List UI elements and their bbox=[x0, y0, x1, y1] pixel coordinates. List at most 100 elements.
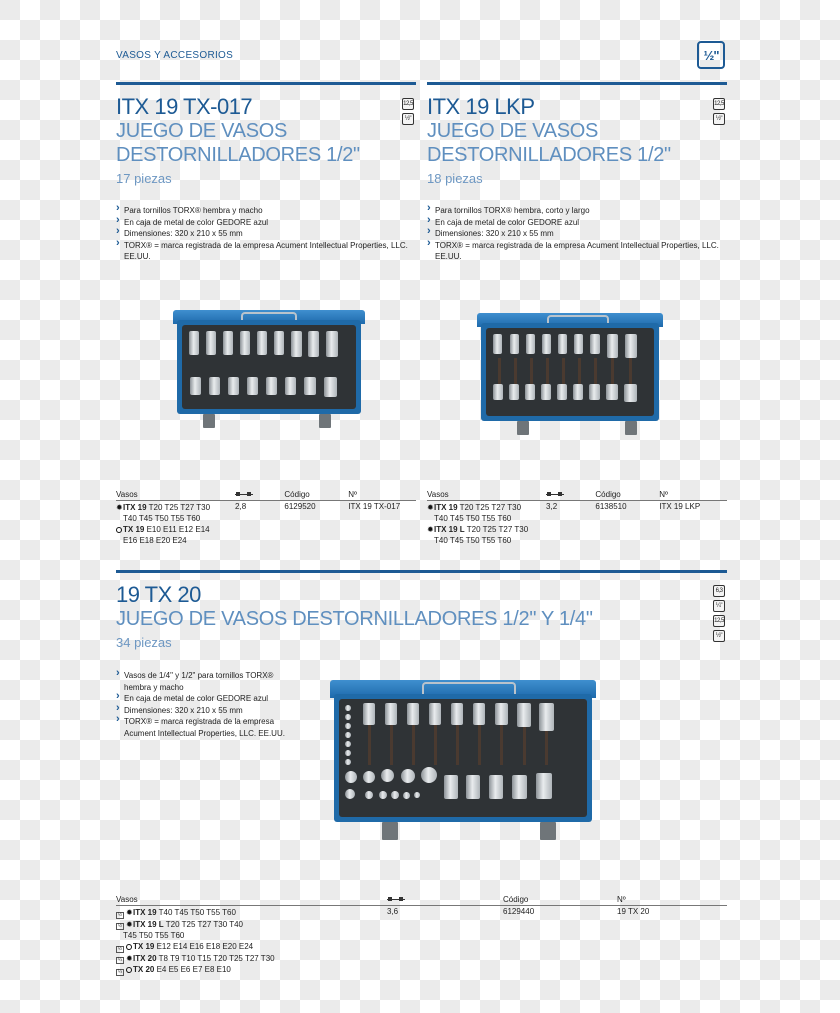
product-title-line1: JUEGO DE VASOS bbox=[116, 120, 288, 142]
spec-table: Vasos Código Nº ½✹ITX 19 T40 T45 T50 T55… bbox=[116, 895, 727, 976]
weight-cell: 2,8 bbox=[235, 502, 247, 511]
drive-quarter-icon: ¼ bbox=[116, 968, 124, 976]
product-pieces: 17 piezas bbox=[116, 171, 172, 186]
feature-list: Para tornillos TORX® hembra, corto y lar… bbox=[427, 203, 727, 263]
spec-table: Vasos Código Nº ✹ITX 19 T20 T25 T27 T30 … bbox=[427, 490, 727, 546]
section-divider bbox=[116, 82, 416, 85]
header-number: Nº bbox=[617, 895, 626, 904]
product-title-line1: JUEGO DE VASOS bbox=[427, 120, 599, 142]
spec-table-header: Vasos Código Nº bbox=[116, 895, 727, 906]
header-number: Nº bbox=[348, 490, 357, 499]
torx-ring-icon bbox=[116, 526, 122, 533]
socket-sizes: E16 E18 E20 E24 bbox=[123, 536, 187, 545]
weight-cell: 3,6 bbox=[387, 907, 399, 916]
drive-badge-icon: ½" bbox=[402, 113, 414, 125]
torx-star-icon: ✹ bbox=[427, 503, 434, 512]
torque-badge-icon: 12,5 bbox=[713, 615, 725, 627]
feature-item: Dimensiones: 320 x 210 x 55 mm bbox=[116, 226, 416, 240]
socket-series: ITX 19 L bbox=[133, 919, 164, 929]
section-divider bbox=[116, 570, 727, 573]
torx-star-icon: ✹ bbox=[116, 503, 123, 512]
socket-series: TX 19 bbox=[133, 942, 155, 951]
number-cell: ITX 19 LKP bbox=[659, 502, 701, 511]
product-image-itx19tx017 bbox=[173, 310, 365, 428]
socket-sizes: E10 E11 E12 E14 bbox=[146, 525, 210, 534]
feature-item: Dimensiones: 320 x 210 x 55 mm bbox=[427, 226, 727, 240]
table-row: ✹ITX 19 T20 T25 T27 T30 T40 T45 T50 T55 … bbox=[116, 501, 416, 546]
product-pieces: 34 piezas bbox=[116, 635, 172, 650]
header-weight bbox=[235, 490, 284, 499]
spec-table-header: Vasos Código Nº bbox=[427, 490, 727, 501]
spec-table: Vasos Código Nº ✹ITX 19 T20 T25 T27 T30 … bbox=[116, 490, 416, 546]
product-header-itx19lkp: ITX 19 LKP JUEGO DE VASOS DESTORNILLADOR… bbox=[427, 94, 717, 187]
torx-star-icon: ✹ bbox=[126, 919, 133, 929]
socket-sizes: T20 T25 T27 T30 bbox=[459, 503, 522, 512]
socket-series: ITX 19 L bbox=[434, 525, 465, 534]
feature-list: Para tornillos TORX® hembra y macho En c… bbox=[116, 203, 416, 263]
torque-badge-icon: 6,3 bbox=[713, 585, 725, 597]
socket-sizes: T40 T45 T50 T55 T60 bbox=[123, 514, 201, 523]
header-code: Código bbox=[595, 490, 621, 499]
socket-sizes: T20 T25 T27 T30 T40 bbox=[165, 919, 244, 929]
feature-item: Para tornillos TORX® hembra y macho bbox=[116, 203, 416, 217]
torx-ring-icon bbox=[126, 943, 132, 950]
product-model: ITX 19 TX-017 bbox=[116, 94, 253, 119]
drive-quarter-icon: ¼ bbox=[116, 957, 124, 964]
feature-item: Para tornillos TORX® hembra, corto y lar… bbox=[427, 203, 727, 217]
feature-item: En caja de metal de color GEDORE azul bbox=[116, 691, 301, 705]
weight-kg-icon bbox=[235, 491, 254, 497]
code-cell: 6129520 bbox=[284, 502, 316, 511]
feature-item: TORX® = marca registrada de la empresa A… bbox=[427, 238, 727, 263]
header-vasos: Vasos bbox=[427, 490, 449, 499]
header-vasos: Vasos bbox=[116, 490, 138, 499]
torque-badge-icon: 12,5 bbox=[402, 98, 414, 110]
code-cell: 6129440 bbox=[503, 907, 535, 916]
table-row: ½✹ITX 19 T40 T45 T50 T55 T60 ½✹ITX 19 L … bbox=[116, 906, 727, 976]
socket-sizes: T20 T25 T27 T30 bbox=[466, 525, 529, 534]
torx-star-icon: ✹ bbox=[126, 908, 133, 917]
product-image-19tx20 bbox=[330, 680, 596, 840]
weight-cell: 3,2 bbox=[546, 502, 558, 511]
product-badges: 12,5 ½" bbox=[713, 98, 725, 125]
socket-sizes: E4 E5 E6 E7 E8 E10 bbox=[156, 965, 231, 974]
feature-item: En caja de metal de color GEDORE azul bbox=[116, 215, 416, 229]
product-image-itx19lkp bbox=[477, 313, 663, 435]
product-model: 19 TX 20 bbox=[116, 582, 201, 607]
socket-sizes: E12 E14 E16 E18 E20 E24 bbox=[156, 942, 254, 951]
socket-sizes: T40 T45 T50 T55 T60 bbox=[158, 908, 236, 917]
drive-badge-icon: ½" bbox=[713, 630, 725, 642]
header-number: Nº bbox=[659, 490, 668, 499]
product-badges: 6,3 ¼" 12,5 ½" bbox=[713, 585, 725, 642]
torque-badge-icon: 12,5 bbox=[713, 98, 725, 110]
code-cell: 6138510 bbox=[595, 502, 627, 511]
feature-item: TORX® = marca registrada de la empresa A… bbox=[116, 238, 416, 263]
header-vasos: Vasos bbox=[116, 895, 138, 904]
socket-sizes: T45 T50 T55 T60 bbox=[123, 931, 185, 940]
section-label: VASOS Y ACCESORIOS bbox=[116, 50, 234, 61]
product-header-itx19tx017: ITX 19 TX-017 JUEGO DE VASOS DESTORNILLA… bbox=[116, 94, 416, 187]
weight-kg-icon bbox=[387, 896, 405, 902]
drive-badge-icon: ½" bbox=[713, 113, 725, 125]
socket-series: ITX 20 bbox=[133, 953, 157, 963]
feature-list: Vasos de 1/4" y 1/2" para tornillos TORX… bbox=[116, 668, 301, 739]
socket-series: TX 20 bbox=[133, 965, 155, 974]
socket-sizes: T8 T9 T10 T15 T20 T25 T27 T30 bbox=[158, 953, 275, 963]
product-badges: 12,5 ½" bbox=[402, 98, 414, 125]
vasos-cell: ✹ITX 19 T20 T25 T27 T30 T40 T45 T50 T55 … bbox=[427, 502, 546, 546]
drive-size-badge: ½" bbox=[697, 41, 725, 69]
socket-series: ITX 19 bbox=[133, 908, 157, 917]
drive-badge-icon: ¼" bbox=[713, 600, 725, 612]
header-code: Código bbox=[284, 490, 310, 499]
product-model: ITX 19 LKP bbox=[427, 94, 535, 119]
torx-ring-icon bbox=[126, 966, 132, 973]
header-weight bbox=[546, 490, 595, 499]
number-cell: ITX 19 TX-017 bbox=[348, 502, 401, 511]
socket-sizes: T20 T25 T27 T30 bbox=[148, 503, 211, 512]
section-divider bbox=[427, 82, 727, 85]
spec-table-header: Vasos Código Nº bbox=[116, 490, 416, 501]
torx-star-icon: ✹ bbox=[126, 953, 133, 963]
feature-item: Vasos de 1/4" y 1/2" para tornillos TORX… bbox=[116, 668, 301, 693]
feature-item: Dimensiones: 320 x 210 x 55 mm bbox=[116, 703, 301, 717]
socket-sizes: T40 T45 T50 T55 T60 bbox=[434, 514, 512, 523]
drive-half-icon: ½ bbox=[116, 923, 124, 930]
